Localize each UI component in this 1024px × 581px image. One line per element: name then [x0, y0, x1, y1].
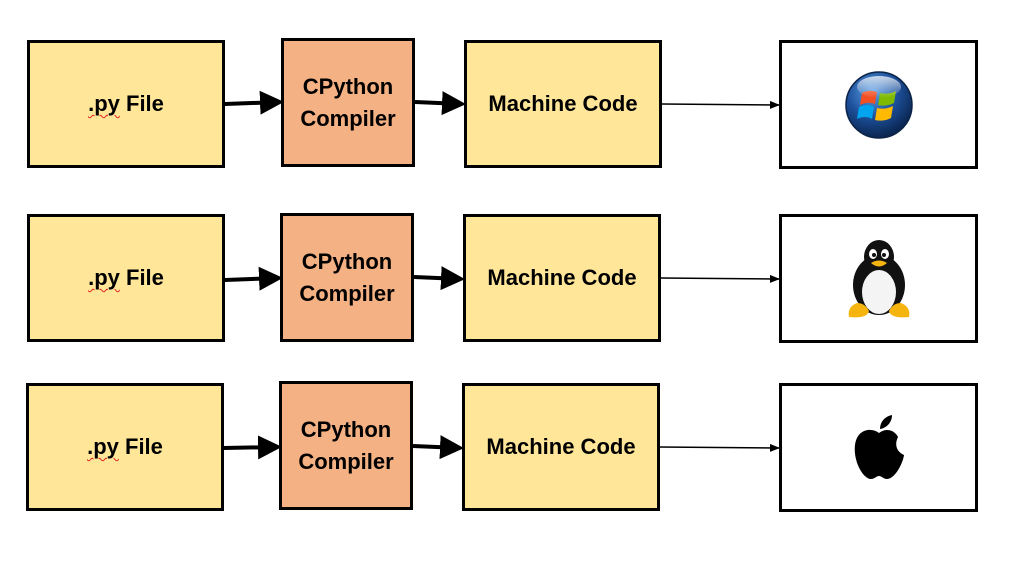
- machine-code-box: Machine Code: [463, 214, 661, 342]
- macos-os-box: [779, 383, 978, 512]
- arrow-file-to-compiler: [224, 266, 283, 291]
- arrow-machine-to-os: [658, 443, 780, 452]
- arrow-machine-to-os: [661, 100, 780, 109]
- file-label: File: [126, 265, 164, 290]
- machine-code-box: Machine Code: [464, 40, 662, 168]
- arrow-compiler-to-machine: [414, 91, 466, 116]
- machine-code-box: Machine Code: [462, 383, 660, 511]
- linux-os-box: [779, 214, 978, 343]
- windows-logo-icon: [843, 69, 915, 141]
- compiler-line-1: CPython: [300, 416, 392, 442]
- cpython-compiler-box: CPython Compiler: [281, 38, 415, 167]
- arrow-file-to-compiler: [223, 435, 282, 460]
- linux-tux-icon: [843, 237, 915, 321]
- py-file-box: .py File: [27, 214, 225, 342]
- cpython-compiler-box: CPython Compiler: [280, 213, 414, 342]
- py-extension-label: .py: [88, 91, 120, 116]
- file-label: File: [126, 91, 164, 116]
- windows-os-box: [779, 40, 978, 169]
- py-extension-label: .py: [87, 434, 119, 459]
- cpython-compiler-box: CPython Compiler: [279, 381, 413, 510]
- machine-code-label: Machine Code: [488, 91, 638, 116]
- py-extension-label: .py: [88, 265, 120, 290]
- file-label: File: [125, 434, 163, 459]
- apple-logo-icon: [849, 413, 909, 483]
- py-file-box: .py File: [27, 40, 225, 168]
- arrow-compiler-to-machine: [413, 266, 465, 291]
- machine-code-label: Machine Code: [486, 434, 636, 459]
- compiler-line-1: CPython: [301, 248, 393, 274]
- arrow-machine-to-os: [659, 274, 780, 283]
- arrow-file-to-compiler: [224, 90, 284, 115]
- compiler-line-1: CPython: [302, 73, 394, 99]
- compiler-line-2: Compiler: [300, 105, 396, 131]
- compiler-line-2: Compiler: [298, 448, 394, 474]
- arrow-compiler-to-machine: [412, 435, 464, 460]
- compiler-line-2: Compiler: [299, 280, 395, 306]
- py-file-box: .py File: [26, 383, 224, 511]
- machine-code-label: Machine Code: [487, 265, 637, 290]
